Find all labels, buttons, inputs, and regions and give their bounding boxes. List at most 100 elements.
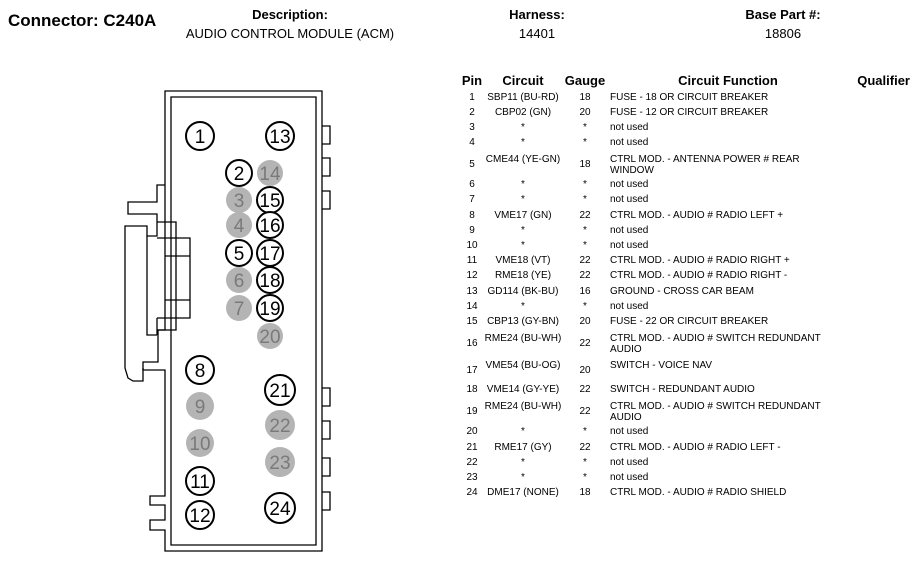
pin-number: 11 bbox=[190, 472, 210, 493]
table-cell-gauge: * bbox=[583, 137, 587, 148]
pin-1: 1 bbox=[185, 121, 215, 151]
description-label: Description: bbox=[252, 7, 328, 22]
table-cell-gauge: 22 bbox=[579, 338, 591, 349]
table-cell-gauge: 22 bbox=[579, 406, 591, 417]
table-cell-function: CTRL MOD. - ANTENNA POWER # REAR WINDOW bbox=[610, 154, 800, 176]
table-cell-function: CTRL MOD. - AUDIO # RADIO LEFT + bbox=[610, 210, 784, 221]
pin-18: 18 bbox=[256, 266, 284, 294]
pin-circle-unused bbox=[226, 212, 252, 238]
table-cell-pin: 5 bbox=[469, 159, 475, 170]
table-cell-circuit: * bbox=[521, 179, 525, 190]
table-cell-circuit: * bbox=[521, 225, 525, 236]
table-cell-function: CTRL MOD. - AUDIO # RADIO RIGHT - bbox=[610, 270, 788, 281]
table-cell-function: not used bbox=[610, 194, 649, 205]
connector-title: Connector: C240A bbox=[8, 11, 157, 30]
pin-circle-used bbox=[256, 211, 284, 239]
table-cell-function: SWITCH - VOICE NAV bbox=[610, 360, 713, 371]
harness-label: Harness: bbox=[509, 7, 565, 22]
table-cell-function: not used bbox=[610, 240, 649, 251]
pin-circle-used bbox=[225, 159, 253, 187]
table-cell-circuit: RME24 (BU-WH) bbox=[484, 401, 562, 412]
pin-number: 21 bbox=[269, 381, 290, 402]
pin-16: 16 bbox=[256, 211, 284, 239]
pin-circle-unused bbox=[226, 267, 252, 293]
pin-23: 23 bbox=[265, 447, 295, 477]
pin-number: 20 bbox=[259, 327, 280, 348]
pin-4: 4 bbox=[226, 212, 252, 238]
table-cell-gauge: * bbox=[583, 426, 587, 437]
pin-22: 22 bbox=[265, 410, 295, 440]
pin-circle-used bbox=[185, 121, 215, 151]
table-cell-gauge: * bbox=[583, 122, 587, 133]
pin-circle-unused bbox=[265, 447, 295, 477]
table-cell-gauge: 22 bbox=[579, 442, 591, 453]
table-cell-pin: 14 bbox=[466, 301, 478, 312]
pin-21: 21 bbox=[264, 374, 296, 406]
table-cell-function: not used bbox=[610, 225, 649, 236]
table-cell-pin: 17 bbox=[466, 365, 478, 376]
table-cell-gauge: * bbox=[583, 301, 587, 312]
table-cell-function: FUSE - 12 OR CIRCUIT BREAKER bbox=[610, 107, 769, 118]
table-cell-function: CTRL MOD. - AUDIO # SWITCH REDUNDANT AUD… bbox=[610, 333, 821, 355]
pin-circle-unused bbox=[186, 392, 214, 420]
base-part-value: 18806 bbox=[764, 26, 802, 41]
table-cell-function: not used bbox=[610, 301, 649, 312]
table-cell-function: not used bbox=[610, 137, 649, 148]
table-cell-gauge: 18 bbox=[579, 159, 591, 170]
pin-19: 19 bbox=[256, 294, 284, 322]
table-cell-circuit: * bbox=[521, 122, 525, 133]
pin-10: 10 bbox=[186, 429, 214, 457]
table-cell-pin: 19 bbox=[466, 406, 478, 417]
table-cell-circuit: * bbox=[521, 194, 525, 205]
pin-5: 5 bbox=[225, 239, 253, 267]
table-cell-circuit: RME17 (GY) bbox=[494, 442, 552, 453]
pin-number: 1 bbox=[195, 127, 206, 148]
table-cell-pin: 9 bbox=[469, 225, 475, 236]
table-cell-circuit: CME44 (YE-GN) bbox=[485, 154, 561, 165]
table-cell-circuit: * bbox=[521, 301, 525, 312]
table-cell-function: not used bbox=[610, 472, 649, 483]
pin-6: 6 bbox=[226, 267, 252, 293]
pin-13: 13 bbox=[265, 121, 295, 151]
pin-number: 10 bbox=[189, 434, 210, 455]
pin-number: 9 bbox=[195, 397, 206, 418]
pin-number: 18 bbox=[259, 271, 280, 292]
table-cell-circuit: * bbox=[521, 137, 525, 148]
pin-2: 2 bbox=[225, 159, 253, 187]
table-cell-gauge: * bbox=[583, 194, 587, 205]
pin-number: 14 bbox=[259, 164, 281, 185]
table-cell-circuit: * bbox=[521, 457, 525, 468]
table-cell-gauge: * bbox=[583, 240, 587, 251]
pin-circle-used bbox=[265, 121, 295, 151]
table-cell-pin: 4 bbox=[469, 137, 475, 148]
table-cell-pin: 23 bbox=[466, 472, 478, 483]
table-cell-function: GROUND - CROSS CAR BEAM bbox=[610, 286, 754, 297]
pin-number: 8 bbox=[195, 361, 206, 382]
pin-12: 12 bbox=[185, 500, 215, 530]
table-cell-gauge: 16 bbox=[579, 286, 591, 297]
pin-number: 15 bbox=[259, 191, 280, 212]
pin-7: 7 bbox=[226, 295, 252, 321]
table-cell-function: not used bbox=[610, 122, 649, 133]
table-cell-circuit: VME14 (GY-YE) bbox=[486, 384, 560, 395]
table-cell-circuit: GD114 (BK-BU) bbox=[487, 286, 559, 297]
table-cell-gauge: 20 bbox=[579, 316, 591, 327]
table-cell-circuit: DME17 (NONE) bbox=[487, 487, 559, 498]
table-cell-function: FUSE - 22 OR CIRCUIT BREAKER bbox=[610, 316, 769, 327]
table-cell-function: not used bbox=[610, 179, 649, 190]
table-cell-gauge: * bbox=[583, 225, 587, 236]
table-cell-gauge: 22 bbox=[579, 255, 591, 266]
table-cell-pin: 18 bbox=[466, 384, 478, 395]
table-cell-circuit: VME54 (BU-OG) bbox=[485, 360, 561, 371]
table-cell-pin: 2 bbox=[469, 107, 475, 118]
pin-17: 17 bbox=[256, 239, 284, 267]
pin-11: 11 bbox=[185, 466, 215, 496]
table-cell-gauge: * bbox=[583, 457, 587, 468]
pin-circle-used bbox=[185, 466, 215, 496]
table-cell-circuit: CBP02 (GN) bbox=[494, 107, 552, 118]
pin-number: 4 bbox=[234, 216, 245, 237]
table-cell-pin: 15 bbox=[466, 316, 478, 327]
table-cell-pin: 24 bbox=[466, 487, 478, 498]
table-cell-pin: 16 bbox=[466, 338, 478, 349]
